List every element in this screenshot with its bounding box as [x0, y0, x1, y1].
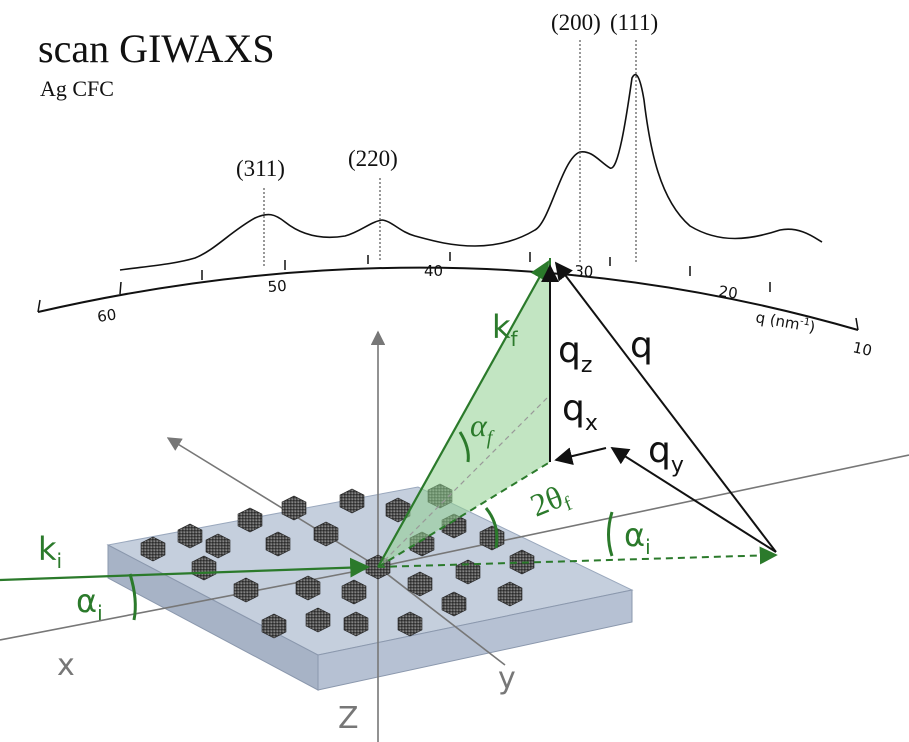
axis-z-label: Z — [338, 701, 359, 736]
ki-extension — [377, 546, 778, 568]
alpha-f-arc — [458, 431, 470, 463]
nanoparticle — [295, 575, 321, 601]
qz-label: qz — [558, 330, 592, 378]
q-axis-ticks — [37, 252, 859, 331]
two-theta-arc — [484, 507, 499, 549]
nanoparticle — [237, 507, 263, 533]
in-plane-projection — [377, 461, 551, 568]
alpha-i-right-arc — [607, 511, 614, 557]
alpha-f-label: αf — [470, 407, 495, 449]
peak-label-220: (220) — [348, 146, 398, 171]
qx-label: qx — [562, 388, 598, 436]
nanoparticle — [497, 581, 523, 607]
nanoparticle — [397, 611, 423, 637]
q-axis-arc — [37, 266, 859, 331]
q-tick-40: 40 — [424, 262, 443, 280]
nanoparticle — [313, 521, 339, 547]
axis-y-label: y — [498, 661, 516, 696]
kf-projection-dash — [377, 394, 551, 568]
nanoparticle — [205, 533, 231, 559]
kf-label: kf — [492, 308, 519, 351]
nanoparticle — [140, 536, 166, 562]
nanoparticle — [441, 591, 467, 617]
alpha-i-right-label: αi — [624, 516, 651, 559]
kf-vector — [377, 260, 549, 568]
nanoparticle — [341, 579, 367, 605]
nanoparticle — [261, 613, 287, 639]
nanoparticle — [177, 523, 203, 549]
q-tick-60: 60 — [96, 305, 117, 325]
q-tick-30: 30 — [574, 262, 594, 281]
nanoparticle — [265, 531, 291, 557]
figure-subtitle: Ag CFC — [40, 76, 114, 101]
axis-x-label: x — [57, 648, 75, 683]
two-theta-f-label: 2θf — [525, 476, 576, 527]
ki-vector — [0, 557, 370, 582]
peak-label-111: (111) — [610, 10, 658, 35]
peak-label-200: (200) — [551, 10, 601, 35]
nanoparticle — [343, 611, 369, 637]
nanoparticle — [455, 559, 481, 585]
nanoparticle — [407, 571, 433, 597]
peak-markers — [263, 40, 637, 268]
q-tick-10: 10 — [851, 338, 873, 360]
q-tick-20: 20 — [717, 282, 738, 302]
nanoparticle — [339, 488, 365, 514]
qy-label: qy — [648, 430, 684, 478]
alpha-i-left-label: αi — [76, 582, 103, 625]
nanoparticle — [305, 607, 331, 633]
ki-label: ki — [38, 530, 62, 573]
nanoparticle — [281, 495, 307, 521]
figure-title: scan GIWAXS — [38, 26, 275, 71]
giwaxs-spectrum-curve — [119, 73, 823, 271]
q-tick-50: 50 — [267, 277, 287, 296]
q-label: q — [630, 325, 653, 366]
nanoparticle — [233, 577, 259, 603]
alpha-i-left-arc — [128, 573, 137, 621]
q-vector-triangle — [541, 261, 777, 553]
q-axis-label: q (nm-1) — [754, 308, 816, 336]
peak-label-311: (311) — [236, 156, 285, 181]
